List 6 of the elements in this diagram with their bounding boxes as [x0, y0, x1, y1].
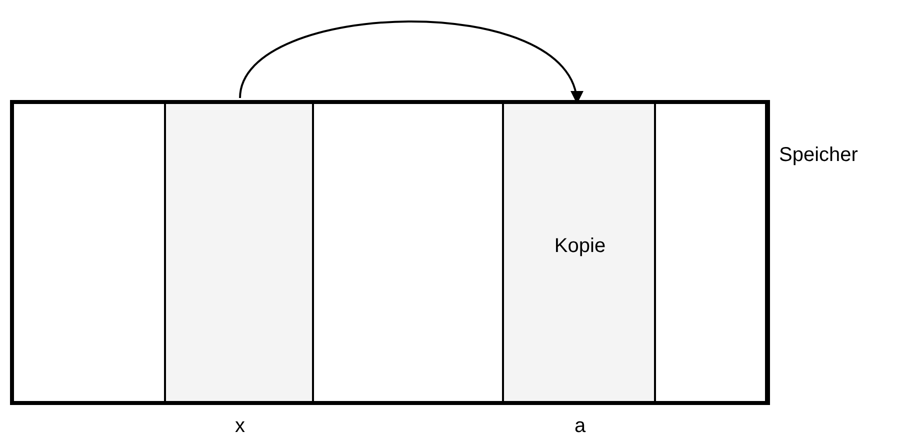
- cell-label: x: [234, 415, 246, 438]
- memory-cell: [313, 104, 503, 401]
- cell-label: a: [573, 415, 587, 438]
- memory-label: Speicher: [779, 144, 858, 167]
- memory-cell: [655, 104, 766, 401]
- cell-text: Kopie: [553, 234, 607, 258]
